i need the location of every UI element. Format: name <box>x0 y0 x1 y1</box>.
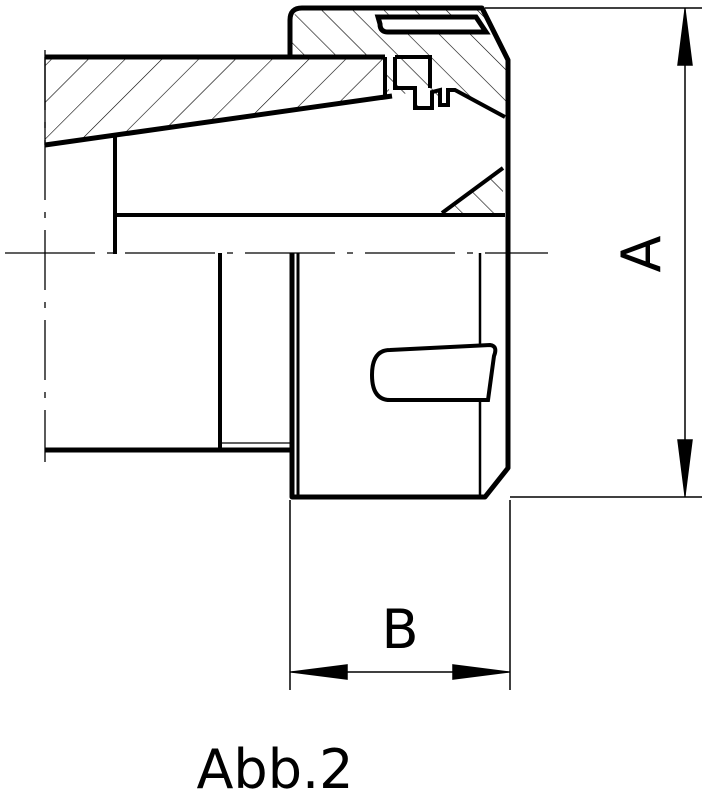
collet-section <box>44 54 505 453</box>
dimension-a-label: A <box>610 235 673 272</box>
centerlines <box>5 50 548 462</box>
arrow-right-icon <box>452 664 509 680</box>
dimension-a <box>485 7 702 498</box>
figure-caption: Abb.2 <box>196 738 353 800</box>
arrow-left-icon <box>291 664 348 680</box>
nut-section <box>287 5 511 500</box>
dimension-b <box>289 500 511 690</box>
arrow-up-icon <box>677 9 693 66</box>
dimension-b-label: B <box>381 598 418 661</box>
arrow-down-icon <box>677 439 693 496</box>
